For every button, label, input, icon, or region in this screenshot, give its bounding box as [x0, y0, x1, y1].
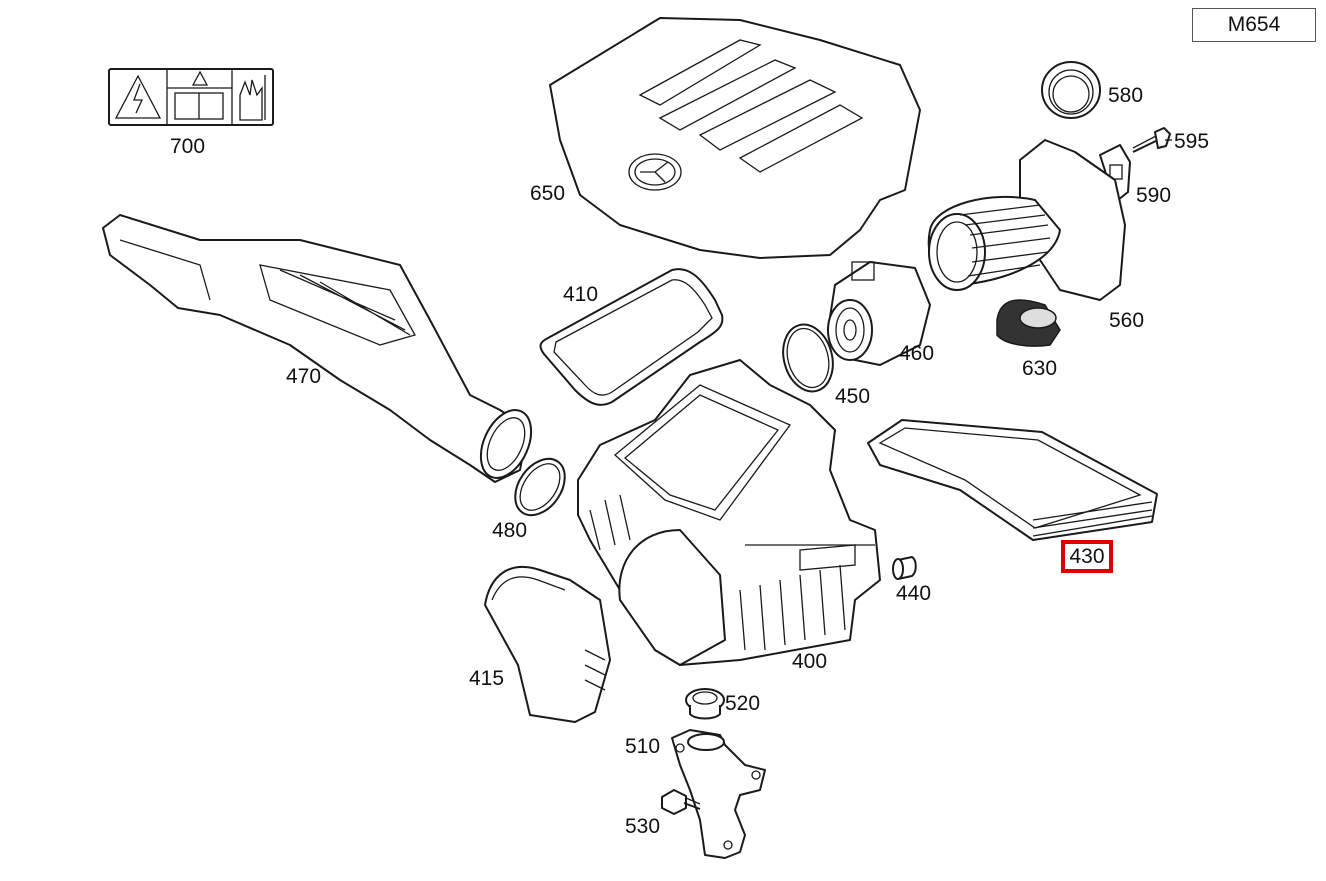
label-470[interactable]: 470 — [286, 365, 322, 388]
part-430-filter-element[interactable] — [867, 419, 1158, 541]
part-520-grommet[interactable] — [685, 688, 725, 720]
label-430-highlighted[interactable]: 430 — [1061, 540, 1113, 573]
part-460-maf-sensor[interactable] — [827, 261, 931, 366]
label-410[interactable]: 410 — [563, 283, 599, 306]
label-630[interactable]: 630 — [1022, 357, 1058, 380]
label-560[interactable]: 560 — [1109, 309, 1145, 332]
part-470-air-duct[interactable] — [102, 214, 541, 486]
label-510[interactable]: 510 — [625, 735, 661, 758]
part-440-plug[interactable] — [892, 556, 917, 580]
label-400[interactable]: 400 — [792, 650, 828, 673]
label-590[interactable]: 590 — [1136, 184, 1172, 207]
part-530-screw[interactable] — [661, 789, 701, 815]
part-630-rubber-boot[interactable] — [996, 299, 1061, 347]
part-410-gasket[interactable] — [539, 268, 724, 406]
part-415-duct[interactable] — [484, 565, 611, 723]
label-450[interactable]: 450 — [835, 385, 871, 408]
label-480[interactable]: 480 — [492, 519, 528, 542]
label-440[interactable]: 440 — [896, 582, 932, 605]
label-650[interactable]: 650 — [530, 182, 566, 205]
part-595-bolt[interactable] — [1132, 127, 1171, 153]
label-530[interactable]: 530 — [625, 815, 661, 838]
label-595[interactable]: 595 — [1174, 130, 1210, 153]
model-code-box: M654 — [1192, 8, 1316, 42]
part-700-warning-label[interactable] — [108, 68, 274, 126]
part-450-o-ring[interactable] — [776, 319, 840, 397]
label-700[interactable]: 700 — [170, 135, 206, 158]
label-580[interactable]: 580 — [1108, 84, 1144, 107]
part-510-bracket[interactable] — [671, 729, 766, 859]
part-650-engine-cover[interactable] — [549, 17, 921, 259]
label-460[interactable]: 460 — [899, 342, 935, 365]
part-580-clamp-ring[interactable] — [1041, 61, 1101, 119]
part-480-seal-ring[interactable] — [505, 450, 575, 525]
part-560-intake-housing[interactable] — [927, 139, 1126, 301]
label-415[interactable]: 415 — [469, 667, 505, 690]
part-400-filter-housing[interactable] — [577, 359, 881, 666]
label-520[interactable]: 520 — [725, 692, 761, 715]
